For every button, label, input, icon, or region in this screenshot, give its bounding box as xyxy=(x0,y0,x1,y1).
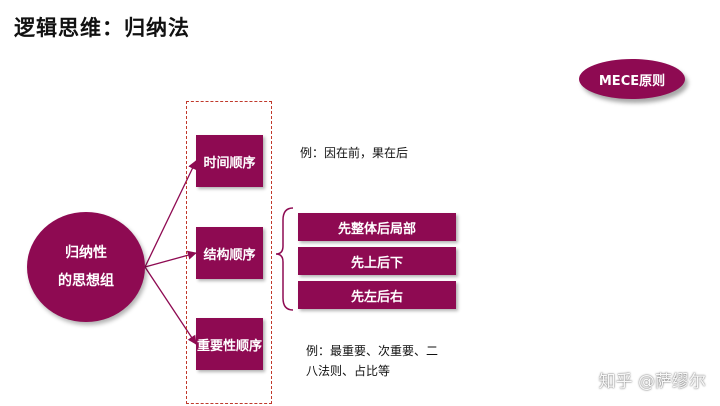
arrow-to-time-order xyxy=(144,160,197,268)
center-line-1: 归纳性 xyxy=(65,245,107,261)
structure-item-left-first: 先左后右 xyxy=(298,281,456,309)
zhihu-watermark: 知乎 @萨缪尔 xyxy=(598,372,706,392)
structure-item-top-first: 先上后下 xyxy=(298,247,456,275)
page-title: 逻辑思维：归纳法 xyxy=(14,16,190,40)
inductive-thought-group: 归纳性 的思想组 xyxy=(27,212,145,322)
arrow-to-importance-order xyxy=(144,266,197,345)
importance-example-line-1: 例：最重要、次重要、二 xyxy=(306,344,439,358)
structure-brace xyxy=(275,207,294,311)
center-line-2: 的思想组 xyxy=(58,273,114,289)
time-order-box: 时间顺序 xyxy=(196,135,263,187)
time-order-example: 例：因在前，果在后 xyxy=(300,146,409,160)
mece-badge: MECE原则 xyxy=(579,59,685,99)
structure-item-whole-first: 先整体后局部 xyxy=(298,213,456,241)
importance-example-line-2: 八法则、占比等 xyxy=(306,364,391,378)
arrow-to-structure-order xyxy=(144,250,197,268)
importance-order-example: 例：最重要、次重要、二 八法则、占比等 xyxy=(306,341,438,381)
importance-order-box: 重要性顺序 xyxy=(196,318,263,370)
structure-order-box: 结构顺序 xyxy=(196,227,263,279)
orders-dashed-frame xyxy=(186,101,272,404)
